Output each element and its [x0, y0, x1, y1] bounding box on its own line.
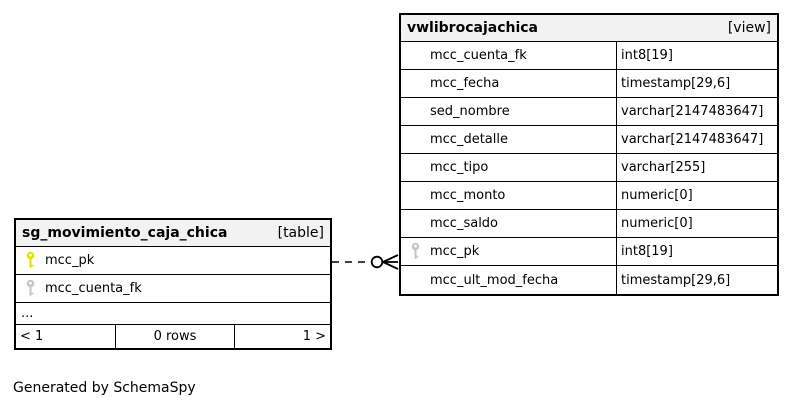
column-type: numeric[0]: [621, 188, 693, 203]
table-row: mcc_cuenta_fk int8[19]: [401, 42, 777, 70]
table-row: mcc_ult_mod_fecha timestamp[29,6]: [401, 266, 777, 294]
foreign-key-icon: [408, 242, 422, 261]
column-type: timestamp[29,6]: [621, 76, 731, 91]
column-name-cell: mcc_monto: [401, 182, 617, 209]
table-row: mcc_cuenta_fk: [16, 275, 330, 303]
pager-row-count: 0 rows: [116, 325, 235, 348]
column-name-cell: mcc_saldo: [401, 210, 617, 237]
column-name-cell: sed_nombre: [401, 98, 617, 125]
column-type: numeric[0]: [621, 216, 693, 231]
crow-foot-icon: [382, 254, 399, 270]
column-name: mcc_pk: [45, 253, 95, 268]
column-name-cell: mcc_tipo: [401, 154, 617, 181]
column-name-cell: mcc_fecha: [401, 70, 617, 97]
column-name: mcc_cuenta_fk: [45, 281, 142, 296]
table-row: mcc_detalle varchar[2147483647]: [401, 126, 777, 154]
column-name: mcc_fecha: [430, 76, 500, 91]
column-name: mcc_monto: [430, 188, 506, 203]
table-pager: < 1 0 rows 1 >: [16, 325, 330, 348]
column-type: int8[19]: [621, 244, 673, 259]
column-type: timestamp[29,6]: [621, 272, 731, 288]
column-type: varchar[2147483647]: [621, 132, 764, 147]
view-header: vwlibrocajachica [view]: [401, 15, 777, 42]
column-name-cell: mcc_cuenta_fk: [401, 42, 617, 69]
column-name: mcc_tipo: [430, 160, 489, 175]
pager-prev-button[interactable]: < 1: [16, 325, 116, 348]
table-row: mcc_fecha timestamp[29,6]: [401, 70, 777, 98]
column-type: varchar[2147483647]: [621, 104, 764, 119]
table-header: sg_movimiento_caja_chica [table]: [16, 220, 330, 247]
column-name: sed_nombre: [430, 104, 510, 119]
table-row: sed_nombre varchar[2147483647]: [401, 98, 777, 126]
table-row: mcc_pk: [16, 247, 330, 275]
column-name: mcc_cuenta_fk: [430, 48, 527, 63]
table-row: mcc_pk int8[19]: [401, 238, 777, 266]
table-row: mcc_saldo numeric[0]: [401, 210, 777, 238]
column-type: int8[19]: [621, 48, 673, 63]
table-title-link[interactable]: sg_movimiento_caja_chica: [22, 225, 228, 241]
view-title-link[interactable]: vwlibrocajachica: [407, 20, 539, 36]
view-type-badge: [view]: [727, 20, 771, 36]
column-name: mcc_pk: [430, 244, 480, 259]
column-name: mcc_saldo: [430, 216, 499, 231]
column-type: varchar[255]: [621, 160, 706, 175]
column-name-cell: mcc_detalle: [401, 126, 617, 153]
pager-next-button[interactable]: 1 >: [302, 329, 326, 344]
relationship-connector: [332, 254, 399, 270]
hidden-columns-ellipsis: ...: [16, 303, 330, 325]
generated-by-caption: Generated by SchemaSpy: [13, 380, 196, 396]
table-sg-movimiento-caja-chica: sg_movimiento_caja_chica [table] mcc_pk: [14, 218, 332, 350]
table-type-badge: [table]: [277, 225, 324, 241]
column-name: mcc_ult_mod_fecha: [430, 272, 559, 288]
zero-or-one-circle-icon: [370, 255, 384, 269]
foreign-key-icon: [23, 279, 37, 298]
column-name-cell: mcc_pk: [401, 238, 617, 265]
table-row: mcc_monto numeric[0]: [401, 182, 777, 210]
column-name-cell: mcc_ult_mod_fecha: [401, 266, 617, 294]
column-name: mcc_detalle: [430, 132, 508, 147]
view-vwlibrocajachica: vwlibrocajachica [view] mcc_cuenta_fk in…: [399, 13, 779, 296]
table-row: mcc_tipo varchar[255]: [401, 154, 777, 182]
primary-key-icon: [23, 251, 37, 270]
